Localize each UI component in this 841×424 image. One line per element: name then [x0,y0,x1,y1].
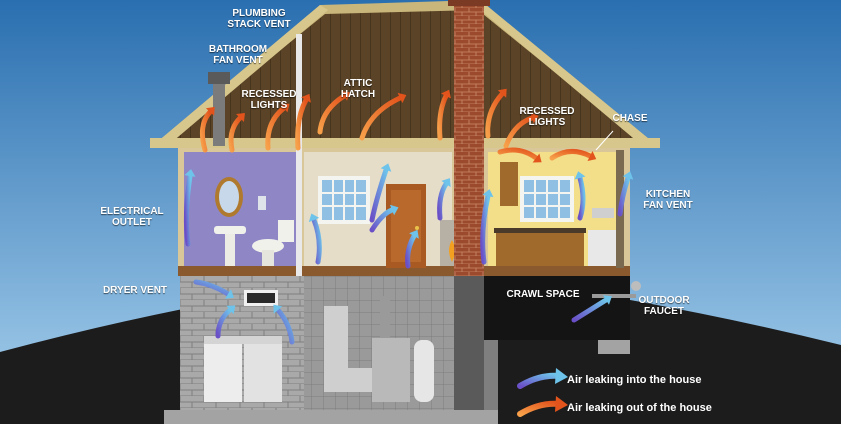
air-in-arrow-icon [275,307,295,345]
air-in-arrowhead-icon [622,171,634,180]
outdoor-faucet-icon [631,281,641,291]
air-in-arrowhead-icon [225,289,234,299]
crawl-footing [598,340,630,354]
air-out-arrow-icon [497,147,539,161]
air-out-arrow-icon [317,93,347,135]
sink [214,226,246,234]
air-in-arrow-icon [183,173,193,247]
air-in-arrowhead-icon [603,295,612,305]
kitchen-cabinet [500,162,518,206]
air-out-arrowhead-icon [440,89,452,99]
basement-slab [164,410,498,424]
washer [204,342,242,402]
air-in-arrow-icon [311,217,322,265]
air-out-arrow-icon [295,97,309,151]
air-in-arrow-icon [405,233,417,269]
label-crawl-space: CRAWL SPACE [506,289,580,300]
air-in-arrowhead-icon [574,171,586,180]
air-out-arrow-icon [437,93,449,141]
kitchen-counter [496,232,584,266]
air-in-arrowhead-icon [380,163,392,172]
air-in-arrowhead-icon [226,305,236,315]
bathroom-fan-pipe [213,82,225,146]
air-out-arrowhead-icon [530,112,539,124]
air-out-arrowhead-icon [397,92,407,104]
dryer [244,342,282,402]
bathroom-outlet [258,196,266,210]
air-in-arrow-icon [571,297,609,323]
air-in-arrow-icon [215,307,233,339]
legend-out-label: Air leaking out of the house [567,402,712,414]
crawl-space [484,276,630,340]
air-out-arrowhead-icon [205,106,215,116]
air-in-arrow-icon [369,167,389,223]
air-in-arrowhead-icon [308,213,320,223]
toilet [252,239,284,253]
label-dryer-vent: DRYER VENT [102,285,168,296]
air-in-arrow-icon [369,207,395,233]
leader-lines [595,130,614,151]
bathroom [184,152,298,268]
air-out-arrow-icon [503,115,535,149]
air-out-arrow-icon [265,105,287,151]
air-out-arrowhead-icon [236,113,245,122]
air-out-arrowhead-icon [340,91,350,101]
air-out-arrowhead-icon [280,103,290,113]
air-duct [324,306,372,392]
air-arrows [183,88,634,345]
air-in-arrow-icon [577,175,586,221]
legend-in-arrow-icon [517,368,568,389]
air-in-arrowhead-icon [184,169,196,177]
legend-in-label: Air leaking into the house [567,374,702,386]
air-out-arrowhead-icon [532,153,542,163]
air-out-arrow-icon [549,149,593,161]
air-in-arrow-icon [480,193,491,265]
plumbing-stack-pipe [296,34,302,424]
air-in-arrow-icon [437,181,449,221]
air-in-arrow-icon [193,279,231,297]
air-in-arrow-icon [617,175,631,217]
water-heater [414,340,434,402]
air-out-arrow-icon [359,95,403,141]
air-out-arrowhead-icon [497,88,507,98]
air-in-arrowhead-icon [273,304,283,314]
air-out-arrowhead-icon [587,150,597,162]
air-out-arrow-icon [228,115,243,153]
range-hood [592,208,614,218]
air-in-arrowhead-icon [389,204,399,216]
attic-floor [150,138,660,148]
air-out-arrowhead-icon [301,93,311,103]
air-in-arrowhead-icon [409,229,419,239]
air-in-arrowhead-icon [441,178,451,188]
stove [588,230,616,266]
toilet-tank [278,220,294,242]
floor-joist [178,266,630,276]
label-chase: CHASE [612,113,648,124]
air-out-arrow-icon [485,91,505,139]
legend-out-arrow-icon [517,396,568,417]
air-out-arrow-icon [199,109,213,153]
furnace [372,338,410,402]
air-in-arrowhead-icon [482,189,494,198]
